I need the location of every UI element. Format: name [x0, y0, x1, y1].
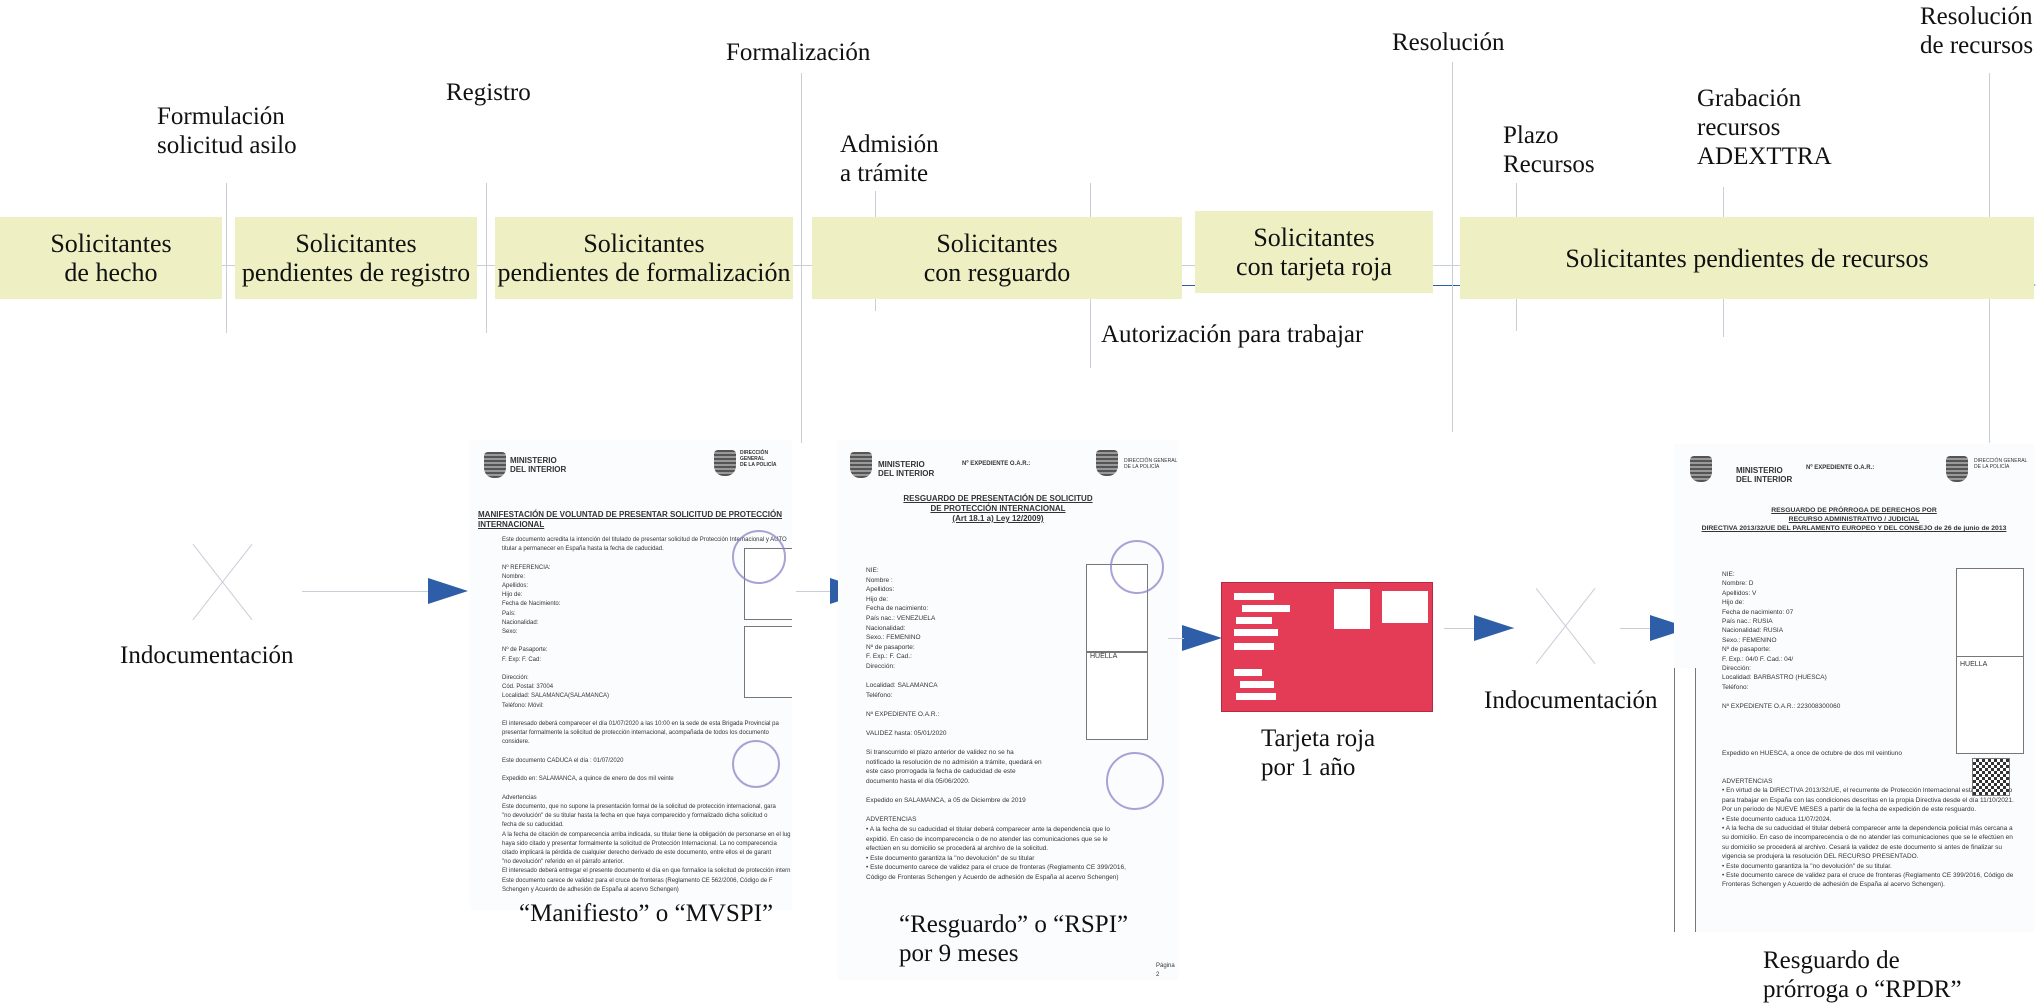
caption-indocumentacion-1: Indocumentación [120, 642, 294, 669]
document-rpdr: MINISTERIO DEL INTERIOR Nº EXPEDIENTE O.… [1674, 444, 2034, 932]
redacted-block [1242, 605, 1290, 612]
milestone-admision: Admisión a trámite [840, 131, 939, 187]
police-label: DIRECCIÓN GENERAL DE LA POLICÍA [740, 450, 777, 468]
redacted-block [1234, 643, 1274, 650]
redacted-block [1234, 593, 1274, 600]
caption-rpdr: Resguardo de prórroga o “RPDR” [1763, 947, 1962, 1003]
huella-label: HUELLA [1090, 653, 1118, 660]
stage-pendientes-registro: Solicitantes pendientes de registro [235, 217, 477, 299]
huella-label: HUELLA [1960, 661, 1988, 668]
work-authorization-label: Autorización para trabajar [1101, 321, 1364, 348]
expediente-label: Nº EXPEDIENTE O.A.R.: [962, 461, 1031, 467]
document-body: NIE: Nombre : Apellidos: Hijo de: Fecha … [866, 567, 1126, 881]
document-rspi: MINISTERIO DEL INTERIOR Nº EXPEDIENTE O.… [838, 440, 1178, 980]
doc-arrow-icon [1182, 625, 1222, 651]
milestone-formulacion: Formulación solicitud asilo [157, 103, 297, 159]
page-edge [1674, 668, 1696, 932]
document-mvspi: MINISTERIO DEL INTERIOR DIRECCIÓN GENERA… [470, 440, 792, 910]
document-body: Este documento acredita la intención del… [502, 537, 791, 893]
milestone-line-formalizacion [801, 73, 802, 443]
expediente-label: Nº EXPEDIENTE O.A.R.: [1806, 465, 1875, 471]
page-number: Página 2 [1156, 963, 1175, 978]
redacted-block [1234, 629, 1278, 636]
milestone-line-resolucion [1452, 62, 1453, 432]
milestone-line-registro [486, 183, 487, 333]
fingerprint-frame [1086, 652, 1148, 740]
photo-block [1334, 589, 1370, 629]
milestone-formalizacion: Formalización [726, 39, 871, 66]
stage-con-tarjeta-roja: Solicitantes con tarjeta roja [1195, 211, 1433, 293]
coat-of-arms-icon [850, 452, 872, 478]
ministry-label: MINISTERIO DEL INTERIOR [510, 456, 567, 474]
official-stamp [732, 740, 780, 788]
milestone-resolucion-recursos: Resolución de recursos [1920, 3, 2034, 59]
caption-indocumentacion-2: Indocumentación [1484, 687, 1658, 714]
police-crest-icon [1946, 456, 1968, 482]
caption-rspi: “Resguardo” o “RSPI” por 9 meses [899, 911, 1129, 967]
police-crest-icon [1096, 450, 1118, 476]
ministry-label: MINISTERIO DEL INTERIOR [878, 460, 935, 478]
official-stamp [1106, 752, 1164, 810]
red-card-image [1221, 582, 1433, 712]
redacted-block [1240, 681, 1274, 688]
document-title: MANIFESTACIÓN DE VOLUNTAD DE PRESENTAR S… [478, 510, 783, 529]
stage-con-resguardo: Solicitantes con resguardo [812, 217, 1182, 299]
doc-connector [796, 591, 836, 592]
stage-pendientes-formalizacion: Solicitantes pendientes de formalización [495, 217, 793, 299]
stage-pendientes-recursos: Solicitantes pendientes de recursos [1460, 217, 2034, 299]
photo-frame [1956, 568, 2024, 658]
no-document-cross-icon [1536, 586, 1596, 666]
police-label: DIRECCIÓN GENERAL DE LA POLICÍA [1974, 458, 2028, 470]
redacted-block [1236, 617, 1272, 624]
fingerprint-frame [744, 626, 792, 698]
redacted-block [1234, 669, 1262, 676]
coat-of-arms-icon [484, 452, 506, 478]
document-body: NIE: Nombre: D Apellidos: V Hijo de: Fec… [1722, 571, 2014, 889]
caption-mvspi: “Manifiesto” o “MVSPI” [519, 900, 774, 927]
doc-connector [1168, 638, 1184, 639]
official-stamp [1110, 540, 1164, 594]
milestone-line-formulacion [226, 183, 227, 333]
caption-tarjeta-roja: Tarjeta roja por 1 año [1261, 725, 1376, 781]
doc-connector [1620, 628, 1650, 629]
document-title: RESGUARDO DE PRESENTACIÓN DE SOLICITUD D… [903, 494, 1093, 523]
milestone-registro: Registro [446, 79, 531, 106]
doc-arrow-icon [1474, 615, 1514, 641]
no-document-cross-icon [193, 542, 253, 622]
document-title: RESGUARDO DE PRÓRROGA DE DERECHOS POR RE… [1701, 507, 2007, 532]
doc-arrow-icon [428, 578, 468, 604]
coat-of-arms-icon [1690, 456, 1712, 482]
milestone-resolucion: Resolución [1392, 29, 1505, 56]
official-stamp [732, 530, 786, 584]
milestone-grabacion-recursos: Grabación recursos ADEXTTRA [1697, 85, 1832, 170]
photo-block [1382, 591, 1428, 623]
milestone-plazo-recursos: Plazo Recursos [1503, 122, 1595, 178]
doc-connector [302, 591, 428, 592]
qr-code-icon [1972, 758, 2010, 796]
redacted-block [1236, 693, 1276, 700]
ministry-label: MINISTERIO DEL INTERIOR [1736, 466, 1793, 484]
fingerprint-frame [1956, 656, 2024, 754]
police-label: DIRECCIÓN GENERAL DE LA POLICÍA [1124, 458, 1178, 470]
police-crest-icon [714, 450, 736, 476]
stage-solicitantes-de-hecho: Solicitantes de hecho [0, 217, 222, 299]
